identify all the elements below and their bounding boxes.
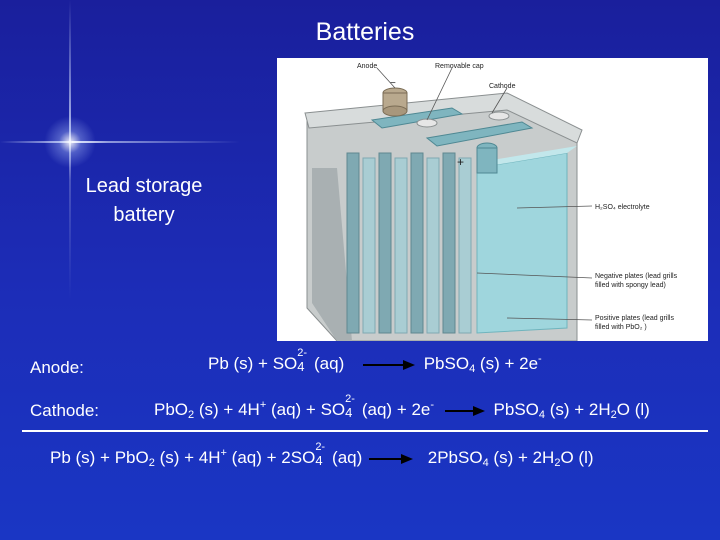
slide-subtitle: Lead storage battery — [60, 172, 228, 230]
cathode-label: Cathode: — [30, 401, 99, 420]
electrolyte-region — [476, 152, 568, 334]
cathode-callout: Cathode — [489, 83, 516, 90]
sulfate-ion-notation: 2-4 — [297, 347, 308, 374]
negative-plates-callout-1: Negative plates (lead grills — [595, 273, 678, 280]
battery-lid — [304, 92, 583, 144]
minus-sign-icon: − — [390, 78, 396, 89]
removable-cap-1 — [416, 118, 438, 128]
callout-lines — [376, 67, 593, 321]
negative-plate — [378, 152, 392, 334]
positive-plate — [362, 157, 376, 334]
positive-plate — [394, 157, 408, 334]
positive-plate — [458, 157, 472, 334]
negative-plates-callout-2: filled with spongy lead) — [595, 282, 666, 289]
negative-plate — [346, 152, 360, 334]
negative-plate — [442, 152, 456, 334]
lens-flare-horizontal — [0, 141, 240, 143]
reaction-arrow-icon — [444, 405, 485, 416]
anode-label: Anode: — [30, 358, 84, 377]
battery-case-side — [312, 168, 352, 341]
plus-sign-icon: + — [457, 155, 464, 169]
removable-cap-2 — [488, 111, 510, 121]
positive-plate — [426, 157, 440, 334]
equation-divider — [22, 430, 708, 432]
positive-plates-callout-2: filled with PbO₂ ) — [595, 324, 647, 331]
anode-callout: Anode — [357, 63, 377, 70]
plate-stack — [346, 152, 472, 334]
reaction-arrow-icon — [369, 453, 414, 464]
electrolyte-top — [477, 146, 577, 168]
lead-storage-battery-diagram: Anode Removable cap Cathode H₂SO₄ electr… — [277, 58, 708, 341]
anode-connector — [370, 107, 464, 129]
slide-title: Batteries — [315, 18, 415, 46]
sulfate-ion-notation: 2-4 — [315, 441, 326, 468]
cathode-connector — [425, 121, 534, 147]
positive-plates-callout-1: Positive plates (lead grills — [595, 315, 674, 322]
negative-plate — [410, 152, 424, 334]
subtitle-line-2: battery — [113, 204, 175, 226]
electrolyte-callout: H₂SO₄ electrolyte — [595, 204, 650, 211]
lens-flare-star-icon — [44, 116, 96, 168]
sulfate-ion-notation: 2-4 — [345, 393, 355, 420]
reaction-arrow-icon — [362, 359, 415, 370]
removable-cap-callout: Removable cap — [435, 63, 484, 70]
subtitle-line-1: Lead storage — [85, 175, 203, 197]
